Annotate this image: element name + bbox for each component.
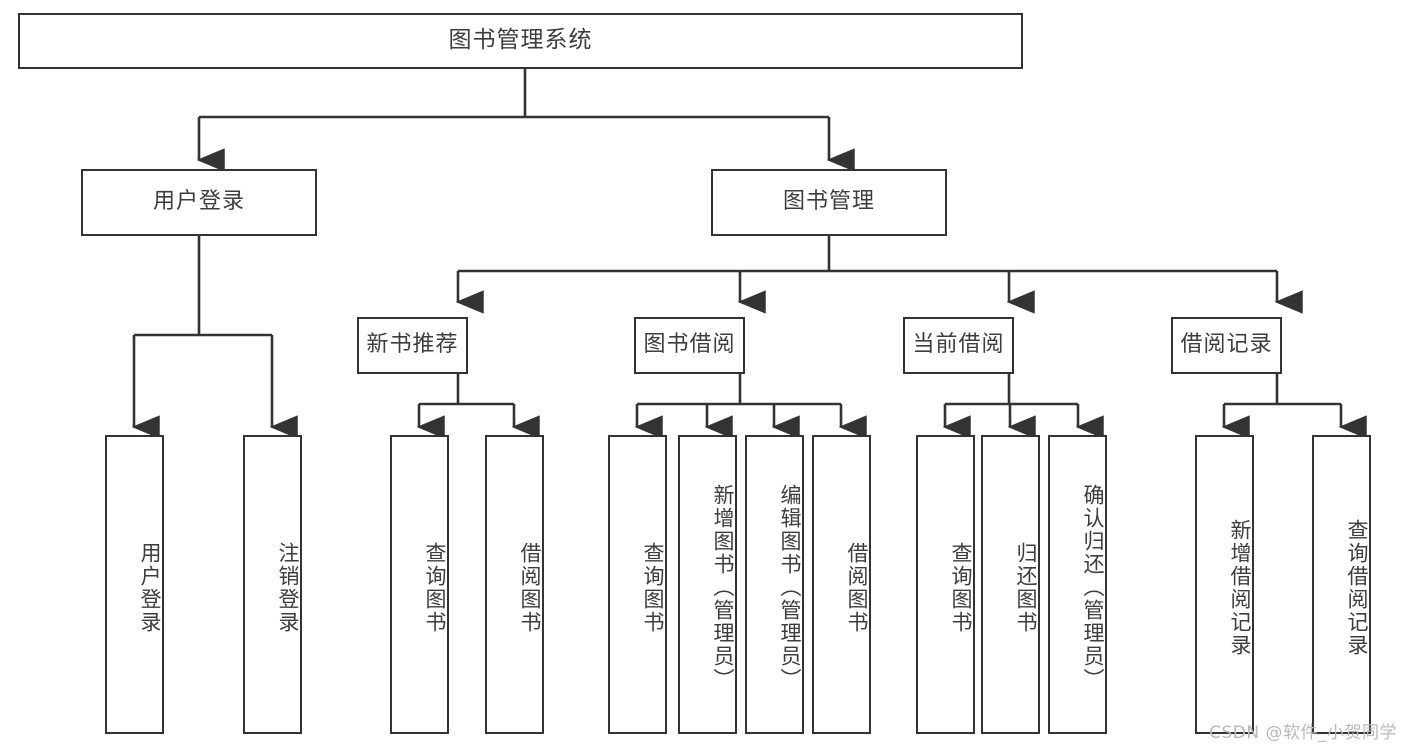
node-book-management[interactable]: 图书管理 [711, 169, 947, 236]
leaf-confirm-return-admin-label: 确认归还（管理员） [1081, 484, 1105, 691]
node-current-borrowing[interactable]: 当前借阅 [903, 317, 1014, 374]
node-new-book-recommendation[interactable]: 新书推荐 [357, 317, 468, 374]
node-book-borrowing-label: 图书借阅 [643, 332, 736, 358]
leaf-user-login[interactable]: 用户登录 [105, 435, 164, 734]
leaf-add-borrow-record[interactable]: 新增借阅记录 [1195, 435, 1254, 734]
node-current-borrowing-label: 当前借阅 [912, 332, 1005, 358]
leaf-query-book-current-label: 查询图书 [949, 541, 973, 634]
leaf-query-borrow-record[interactable]: 查询借阅记录 [1312, 435, 1371, 734]
node-root[interactable]: 图书管理系统 [18, 13, 1023, 69]
leaf-logout-label: 注销登录 [276, 541, 300, 634]
leaf-query-borrow-record-label: 查询借阅记录 [1345, 518, 1369, 657]
leaf-query-book-recommend-label: 查询图书 [423, 541, 447, 634]
leaf-query-book-borrowing-label: 查询图书 [641, 541, 665, 634]
leaf-add-book-admin[interactable]: 新增图书（管理员） [678, 435, 737, 734]
leaf-query-book-current[interactable]: 查询图书 [916, 435, 975, 734]
leaf-query-book-recommend[interactable]: 查询图书 [390, 435, 449, 734]
leaf-add-borrow-record-label: 新增借阅记录 [1228, 518, 1252, 657]
node-book-borrowing[interactable]: 图书借阅 [634, 317, 745, 374]
leaf-query-book-borrowing[interactable]: 查询图书 [608, 435, 667, 734]
leaf-borrow-book-recommend-label: 借阅图书 [518, 541, 542, 634]
leaf-return-book[interactable]: 归还图书 [981, 435, 1040, 734]
node-book-management-label: 图书管理 [782, 189, 875, 215]
node-borrowing-records-label: 借阅记录 [1180, 332, 1273, 358]
node-user-login-label: 用户登录 [152, 189, 245, 215]
leaf-edit-book-admin-label: 编辑图书（管理员） [778, 484, 802, 691]
leaf-borrow-book-borrowing[interactable]: 借阅图书 [812, 435, 871, 734]
node-user-login[interactable]: 用户登录 [81, 169, 317, 236]
node-borrowing-records[interactable]: 借阅记录 [1171, 317, 1282, 374]
watermark: CSDN @软件_小贺同学 [1209, 723, 1397, 743]
leaf-return-book-label: 归还图书 [1014, 541, 1038, 634]
leaf-add-book-admin-label: 新增图书（管理员） [711, 484, 735, 691]
leaf-borrow-book-recommend[interactable]: 借阅图书 [485, 435, 544, 734]
leaf-edit-book-admin[interactable]: 编辑图书（管理员） [745, 435, 804, 734]
leaf-borrow-book-borrowing-label: 借阅图书 [845, 541, 869, 634]
node-new-book-recommendation-label: 新书推荐 [366, 332, 459, 358]
leaf-confirm-return-admin[interactable]: 确认归还（管理员） [1048, 435, 1107, 734]
leaf-logout[interactable]: 注销登录 [243, 435, 302, 734]
leaf-user-login-label: 用户登录 [138, 541, 162, 634]
node-root-label: 图书管理系统 [448, 27, 593, 54]
